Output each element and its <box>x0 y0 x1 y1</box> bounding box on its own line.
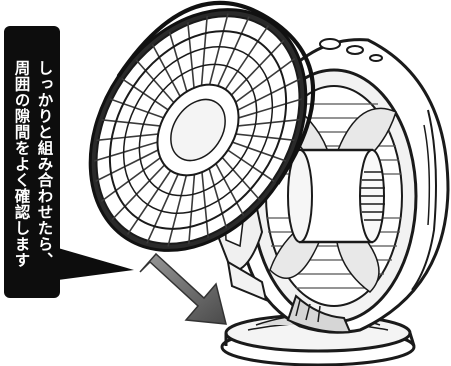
arrow-down-right-icon <box>140 254 226 324</box>
instruction-line-2: 周囲の隙間をよく確認します <box>13 60 29 268</box>
callout-pointer <box>58 248 134 280</box>
instruction-line-1: しっかりと組み合わせたら、 <box>36 60 52 268</box>
instruction-callout: しっかりと組み合わせたら、 周囲の隙間をよく確認します <box>4 26 60 298</box>
